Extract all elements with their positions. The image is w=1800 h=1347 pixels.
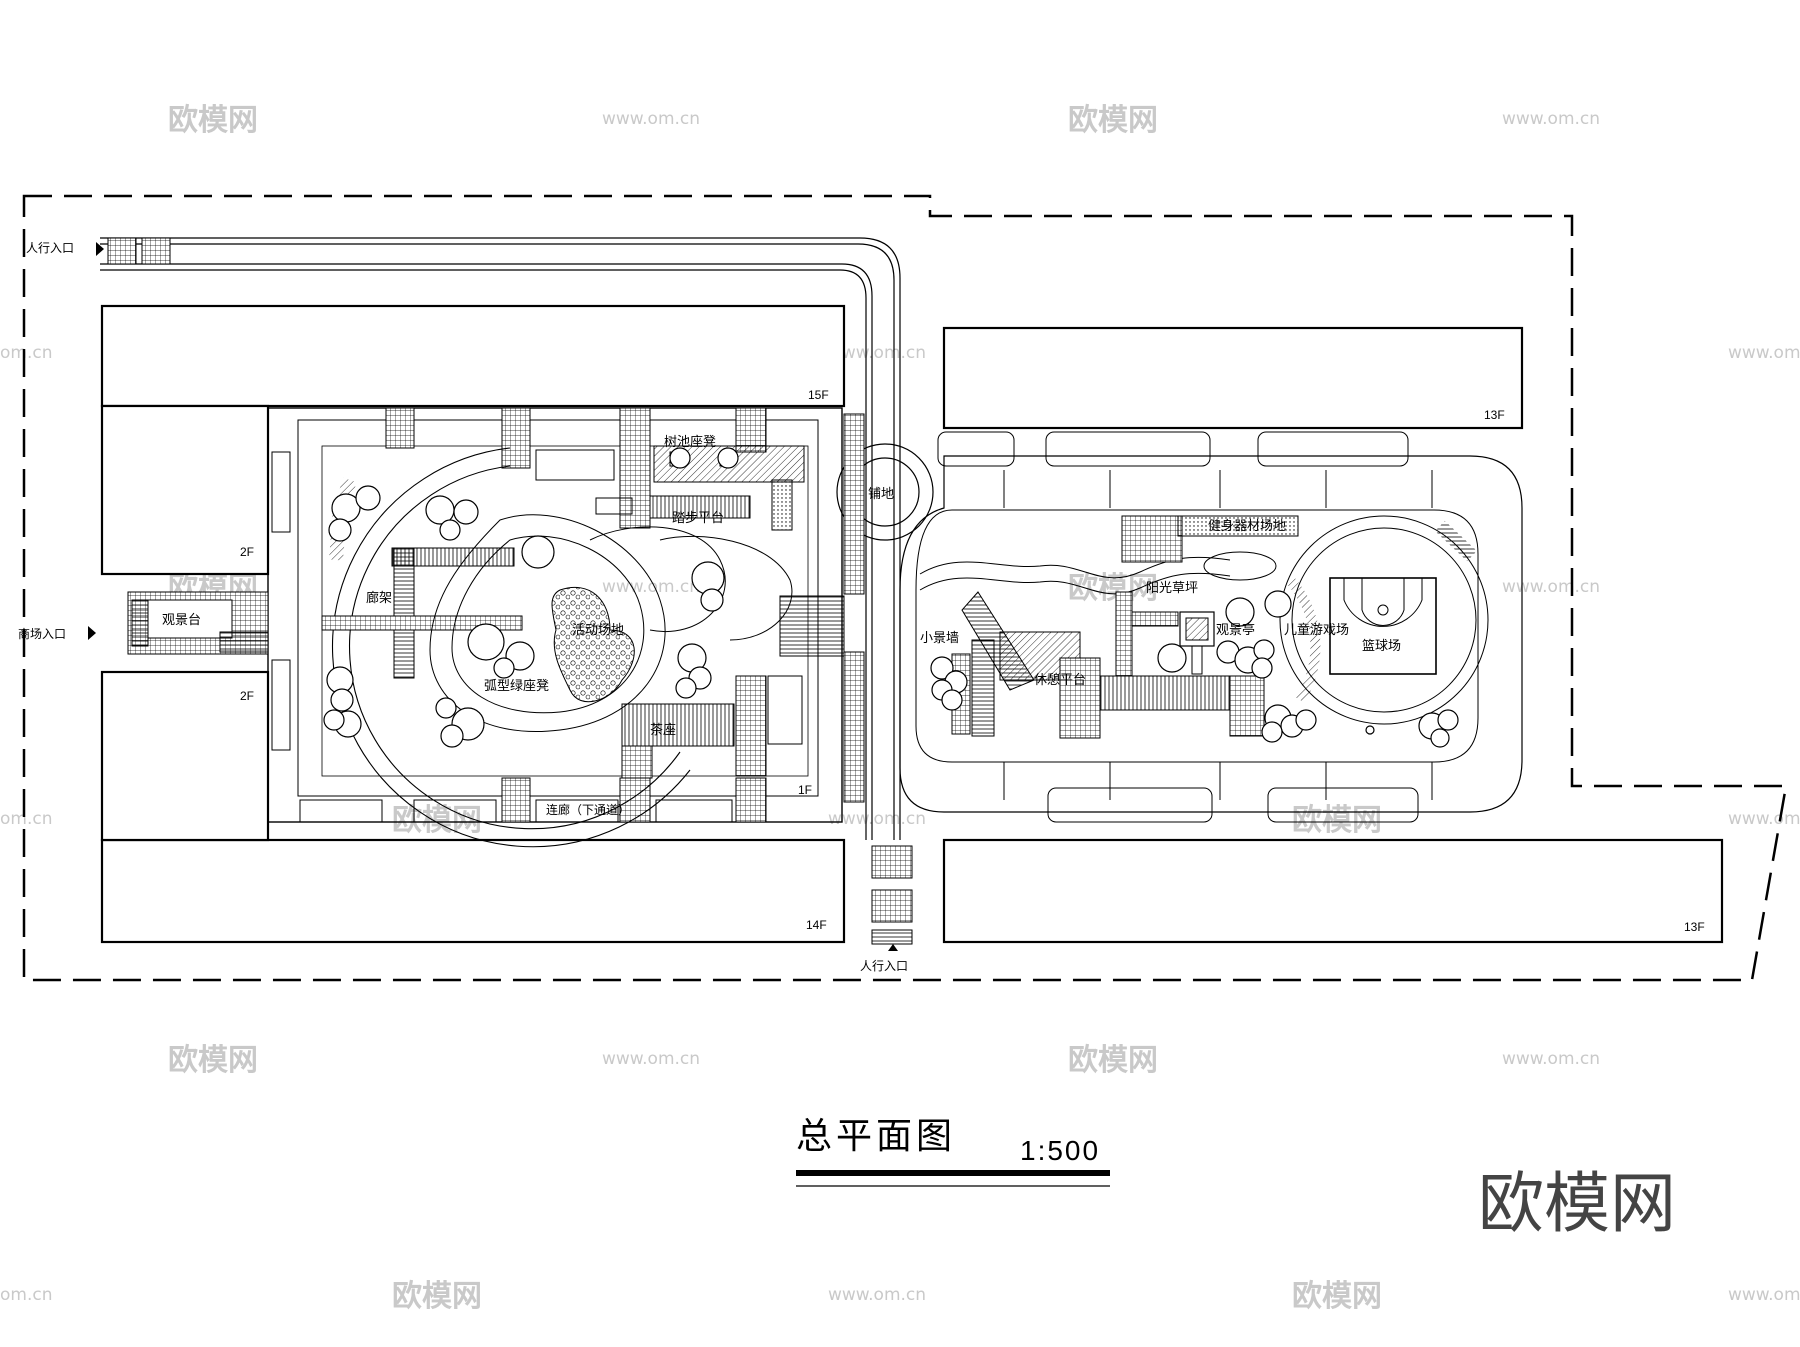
label-mall-entrance: 商场入口: [18, 626, 66, 641]
watermark-url: om.cn: [0, 343, 53, 363]
watermark-url: www.om.cn: [1728, 343, 1800, 363]
watermark-url: www.om.cn: [1502, 1049, 1600, 1069]
watermark-url: www.om.cn: [828, 809, 926, 829]
building-west-upper: [100, 404, 270, 576]
watermark: 欧模网: [1068, 103, 1158, 138]
label-activity-area: 活动场地: [572, 623, 624, 638]
building-south-east: [942, 838, 1724, 944]
floor-label-13f-south: 13F: [1684, 920, 1705, 934]
watermark-url: www.om.cn: [1728, 809, 1800, 829]
floor-label-1f: 1F: [798, 783, 812, 797]
floor-label-2f-upper: 2F: [240, 545, 254, 559]
watermark: 欧模网: [168, 1043, 258, 1078]
label-pedestrian-entrance-north: 人行入口: [26, 241, 74, 255]
label-fitness-area: 健身器材场地: [1208, 518, 1286, 534]
trees-east: [930, 590, 1459, 748]
building-north-west: [100, 304, 846, 408]
watermark-url: www.om.cn: [1728, 1285, 1800, 1305]
label-connecting-corridor: 连廊（下通道）: [546, 802, 630, 817]
drawing-scale: 1:500: [1020, 1135, 1100, 1166]
north-entrance-paving: [96, 237, 171, 265]
label-children-playground: 儿童游戏场: [1284, 622, 1349, 638]
watermark: 欧模网: [392, 1279, 482, 1314]
watermark-url: om.cn: [0, 809, 53, 829]
trees-west: [323, 447, 739, 748]
label-rest-platform: 休憩平台: [1034, 672, 1086, 688]
watermark-url: www.om.cn: [828, 343, 926, 363]
label-pergola: 廊架: [366, 590, 392, 606]
floor-label-14f: 14F: [806, 918, 827, 932]
watermark-url: om.cn: [0, 1285, 53, 1305]
plan-labels: 人行入口 商场入口 人行入口 树池座凳 踏步平台 廊架 活动场地 弧型绿座凳 茶…: [18, 241, 1401, 973]
south-entrance-steps: [871, 845, 913, 951]
watermark: 欧模网: [1068, 571, 1158, 606]
road-network: [100, 237, 934, 840]
label-tea-pavilion: 茶座: [650, 722, 676, 738]
label-paving: 铺地: [868, 487, 894, 502]
site-boundary: [22, 194, 1788, 982]
label-tree-pool-seats: 树池座凳: [664, 434, 716, 450]
label-viewing-platform: 观景台: [162, 613, 201, 628]
drawing-title: 总平面图: [796, 1116, 956, 1157]
watermark: 欧模网: [392, 803, 482, 838]
watermark-url: www.om.cn: [1502, 577, 1600, 597]
floor-label-2f-lower: 2F: [240, 689, 254, 703]
watermark-url: www.om.cn: [828, 1285, 926, 1305]
watermark-url: www.om.cn: [602, 109, 700, 129]
east-garden: [899, 431, 1523, 823]
label-viewing-pavilion: 观景亭: [1216, 622, 1255, 638]
watermark-url: www.om.cn: [1502, 109, 1600, 129]
watermark: 欧模网: [168, 103, 258, 138]
brand-logo: 欧模网: [1478, 1165, 1676, 1242]
floor-label-13f-north: 13F: [1484, 408, 1505, 422]
watermark-url: www.om.cn: [602, 577, 700, 597]
watermark: 欧模网: [1292, 803, 1382, 838]
watermark-url: www.om.cn: [602, 1049, 700, 1069]
label-small-feature-wall: 小景墙: [920, 631, 959, 646]
label-basketball-court: 篮球场: [1362, 639, 1401, 654]
mall-entrance-arrow: [88, 626, 96, 640]
buildings: [100, 304, 1724, 944]
label-curved-hedge-seat: 弧型绿座凳: [484, 678, 549, 694]
building-south-west: [100, 838, 846, 944]
watermark: 欧模网: [1068, 1043, 1158, 1078]
floor-label-15f: 15F: [808, 388, 829, 402]
title-underline-thick: [796, 1170, 1110, 1176]
label-sunny-lawn: 阳光草坪: [1146, 581, 1198, 596]
building-north-east: [942, 326, 1524, 430]
label-pedestrian-entrance-south: 人行入口: [860, 959, 908, 973]
building-west-lower: [100, 670, 270, 842]
label-stepping-platform: 踏步平台: [672, 511, 724, 526]
title-block: 总平面图 1:500: [796, 1116, 1110, 1187]
watermark: 欧模网: [1292, 1279, 1382, 1314]
